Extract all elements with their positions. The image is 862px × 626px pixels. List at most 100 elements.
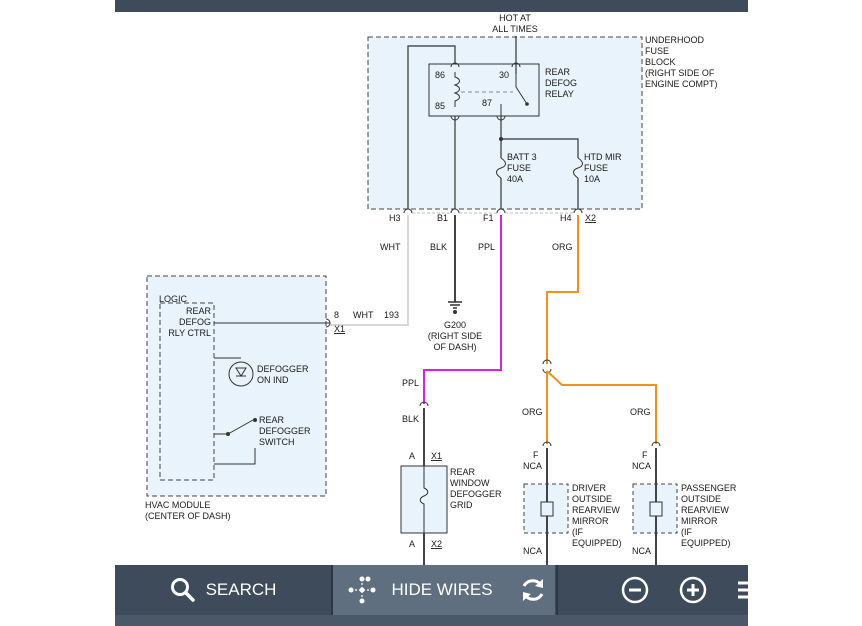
diagram-canvas: HOT AT ALL TIMES UNDERHOOD FUSE BLOCK (R… — [145, 13, 737, 565]
switch-contact-right — [253, 418, 257, 422]
svg-text:EQUIPPED): EQUIPPED) — [572, 538, 622, 548]
hvac-conn-socket — [325, 318, 331, 328]
relay-socket-30 — [511, 62, 521, 68]
svg-text:PASSENGER: PASSENGER — [681, 483, 737, 493]
rear-defog-relay[interactable] — [428, 63, 540, 117]
relay-pin-85: 85 — [435, 101, 445, 111]
driver-nca-top: NCA — [523, 461, 542, 471]
org-wire-passenger[interactable] — [546, 370, 657, 444]
svg-text:DRIVER: DRIVER — [572, 483, 607, 493]
wiring-diagram[interactable]: HOT AT ALL TIMES UNDERHOOD FUSE BLOCK (R… — [115, 12, 748, 565]
svg-text:BLOCK: BLOCK — [645, 57, 676, 67]
top-bar — [115, 0, 748, 12]
hide-wires-button[interactable]: HIDE WIRES — [333, 565, 555, 615]
svg-text:DEFOGGER: DEFOGGER — [259, 426, 311, 436]
grid-top-conn: X1 — [431, 451, 442, 461]
org-wire-label: ORG — [552, 242, 573, 252]
hvac-module-label: HVAC MODULE (CENTER OF DASH) — [145, 500, 231, 521]
org-right-label: ORG — [630, 407, 651, 417]
grid-bot-pin: A — [409, 539, 415, 549]
svg-text:DEFOGGER: DEFOGGER — [450, 489, 502, 499]
svg-text:EQUIPPED): EQUIPPED) — [681, 538, 731, 548]
zoom-out-icon — [621, 576, 649, 604]
svg-text:HTD MIR: HTD MIR — [584, 152, 622, 162]
svg-text:(IF: (IF — [572, 527, 583, 537]
hvac-wire-label: WHT — [353, 310, 374, 320]
hide-wires-label: HIDE WIRES — [391, 580, 493, 599]
coil-feed-wire — [407, 45, 456, 209]
svg-text:WINDOW: WINDOW — [450, 478, 490, 488]
svg-text:BATT 3: BATT 3 — [507, 152, 537, 162]
svg-text:HVAC MODULE: HVAC MODULE — [145, 500, 210, 510]
svg-text:(RIGHT SIDE OF: (RIGHT SIDE OF — [645, 68, 715, 78]
svg-text:ON IND: ON IND — [257, 375, 289, 385]
refresh-icon — [522, 579, 544, 601]
svg-text:(RIGHT SIDE: (RIGHT SIDE — [428, 331, 482, 341]
hot-label-1: HOT AT — [499, 13, 531, 23]
logic-label: LOGIC — [159, 294, 188, 304]
toolbar-divider — [556, 565, 558, 615]
hvac-conn: X1 — [334, 324, 345, 334]
grid-ppl-socket — [419, 401, 429, 407]
fuse-block-connectors — [403, 208, 583, 214]
zoom-in-button[interactable] — [673, 565, 713, 615]
reset-button[interactable] — [513, 565, 553, 615]
driver-socket — [542, 441, 552, 447]
relay-switch-arm — [515, 86, 528, 105]
right-margin — [748, 0, 862, 626]
svg-text:G200: G200 — [444, 320, 466, 330]
toolbar-divider — [331, 565, 333, 615]
menu-button[interactable] — [733, 565, 748, 615]
toolbar: SEARCH HIDE WIRES — [115, 565, 748, 615]
ppl-wire[interactable] — [423, 215, 502, 404]
relay-label: REAR DEFOG RELAY — [545, 67, 577, 99]
svg-text:DEFOG: DEFOG — [545, 78, 577, 88]
passenger-heater-element — [649, 501, 663, 517]
mirror-fuse-label: HTD MIR FUSE 10A — [584, 152, 622, 184]
conn-h4: H4 — [560, 213, 572, 223]
relay-coil — [453, 72, 460, 107]
pass-nca-top: NCA — [632, 461, 651, 471]
hvac-circuit: 193 — [384, 310, 399, 320]
ppl-wire-label: PPL — [478, 242, 495, 252]
defogger-indicator-lamp — [228, 361, 254, 387]
conn-b1: B1 — [437, 213, 448, 223]
batt-fuse-symbol[interactable] — [496, 157, 506, 179]
svg-text:REAR: REAR — [259, 415, 285, 425]
driver-pin: F — [533, 450, 539, 460]
ppl-label-2: PPL — [402, 378, 419, 388]
svg-text:FUSE: FUSE — [584, 163, 608, 173]
ground-label: G200 (RIGHT SIDE OF DASH) — [428, 320, 482, 352]
zoom-out-button[interactable] — [615, 565, 655, 615]
fuse-block-label: UNDERHOOD FUSE BLOCK (RIGHT SIDE OF ENGI… — [645, 35, 718, 89]
conn-f1: F1 — [483, 213, 494, 223]
defog-switch-label: REAR DEFOGGER SWITCH — [259, 415, 311, 447]
relay-pin-30: 30 — [499, 70, 509, 80]
mirror-fuse-feed — [501, 138, 579, 209]
rly-ctrl-label: REAR DEFOG RLY CTRL — [168, 306, 211, 338]
conn-x2: X2 — [585, 213, 596, 223]
mirror-fuse-symbol[interactable] — [573, 157, 583, 179]
svg-text:REAR: REAR — [186, 306, 212, 316]
switch-wire-right — [214, 448, 256, 465]
svg-text:MIRROR: MIRROR — [572, 516, 609, 526]
svg-text:OF DASH): OF DASH) — [433, 342, 476, 352]
wires-icon — [348, 576, 376, 604]
blk-label-2: BLK — [402, 414, 419, 424]
driver-nca-bot: NCA — [523, 546, 542, 556]
relay-pin-86: 86 — [435, 70, 445, 80]
svg-text:RLY CTRL: RLY CTRL — [168, 328, 211, 338]
hvac-pin: 8 — [334, 310, 339, 320]
search-button[interactable]: SEARCH — [115, 565, 331, 615]
grid-label: REAR WINDOW DEFOGGER GRID — [450, 467, 502, 510]
wht-wire[interactable] — [330, 215, 409, 326]
zoom-in-icon — [679, 576, 707, 604]
pass-nca-bot: NCA — [632, 546, 651, 556]
org-wire[interactable] — [546, 215, 579, 364]
ground-symbol — [448, 301, 462, 314]
svg-text:OUTSIDE: OUTSIDE — [681, 494, 721, 504]
svg-text:FUSE: FUSE — [507, 163, 531, 173]
svg-text:REAR: REAR — [545, 67, 571, 77]
switch-arm[interactable] — [227, 419, 254, 435]
svg-text:MIRROR: MIRROR — [681, 516, 718, 526]
